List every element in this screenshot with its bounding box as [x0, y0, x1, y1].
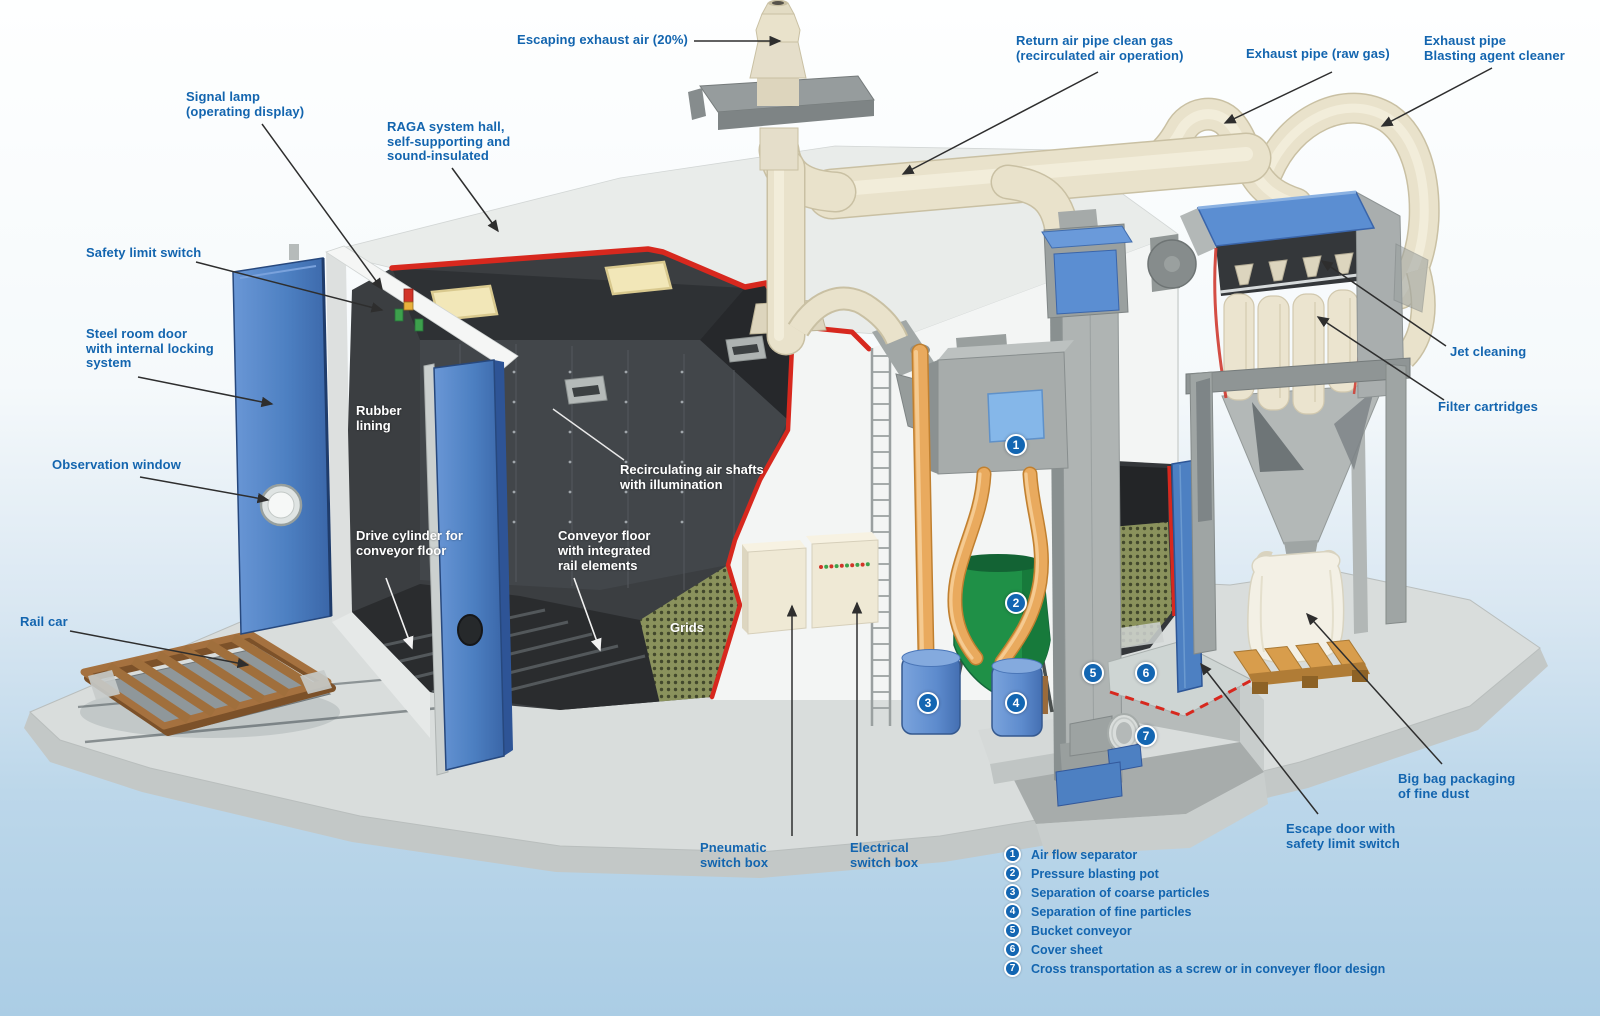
- electrical-switch-box: [806, 532, 879, 629]
- legend-item: 3 Separation of coarse particles: [1004, 883, 1210, 902]
- legend-badge: 3: [1004, 884, 1021, 901]
- legend-item: 2 Pressure blasting pot: [1004, 864, 1159, 883]
- blast-hoses: [947, 466, 1049, 670]
- filter-unit: [1147, 190, 1436, 694]
- machine-badge-2: 2: [1005, 592, 1027, 614]
- legend-label: Air flow separator: [1031, 847, 1138, 862]
- indicator-lights: [819, 562, 870, 569]
- legend-label: Cross transportation as a screw or in co…: [1031, 961, 1386, 976]
- legend-badge: 1: [1004, 846, 1021, 863]
- interior-leader-lines: [385, 408, 625, 652]
- open-door: [423, 359, 513, 776]
- leader-lines: [69, 35, 1493, 836]
- legend-item: 7 Cross transportation as a screw or in …: [1004, 959, 1385, 978]
- roof-beam: [325, 245, 519, 369]
- legend-label: Cover sheet: [1031, 942, 1103, 957]
- pipework: [688, 0, 1440, 356]
- separator-screen: [987, 389, 1045, 443]
- legend-badge: 5: [1004, 922, 1021, 939]
- coarse-particle-tube: [910, 343, 935, 663]
- bucket-conveyor: [1041, 209, 1133, 787]
- legend-item: 1 Air flow separator: [1004, 845, 1137, 864]
- rail-car: [80, 630, 340, 738]
- machine-badge-6: 6: [1135, 662, 1157, 684]
- legend-badge: 4: [1004, 903, 1021, 920]
- legend-label: Separation of coarse particles: [1031, 885, 1210, 900]
- machine-badge-7: 7: [1135, 725, 1157, 747]
- legend-badge: 6: [1004, 941, 1021, 958]
- filter-frame: [1185, 357, 1411, 655]
- air-flow-separator: [787, 286, 1074, 475]
- machine-badge-5: 5: [1082, 662, 1104, 684]
- legend-label: Pressure blasting pot: [1031, 866, 1159, 881]
- cross-transport: [1055, 713, 1143, 807]
- grids-floor: [640, 565, 740, 704]
- hall-left-edge: [326, 252, 352, 622]
- legend-badge: 2: [1004, 865, 1021, 882]
- pneumatic-switch-box: [742, 540, 807, 635]
- fan-housing: [1147, 234, 1197, 292]
- machine-badge-3: 3: [917, 692, 939, 714]
- legend-label: Bucket conveyor: [1031, 923, 1132, 938]
- signal-lamp: [394, 288, 424, 332]
- legend-item: 6 Cover sheet: [1004, 940, 1103, 959]
- pallet: [1233, 639, 1370, 694]
- steel-room-door: [232, 244, 333, 635]
- legend-badge: 7: [1004, 960, 1021, 977]
- machine-badge-4: 4: [1005, 692, 1027, 714]
- legend-label: Separation of fine particles: [1031, 904, 1192, 919]
- legend-item: 5 Bucket conveyor: [1004, 921, 1132, 940]
- machine-badge-1: 1: [1005, 434, 1027, 456]
- exhaust-stack: [688, 0, 875, 171]
- legend-item: 4 Separation of fine particles: [1004, 902, 1191, 921]
- blasting-machinery: [787, 209, 1254, 807]
- ceiling-light: [604, 260, 673, 296]
